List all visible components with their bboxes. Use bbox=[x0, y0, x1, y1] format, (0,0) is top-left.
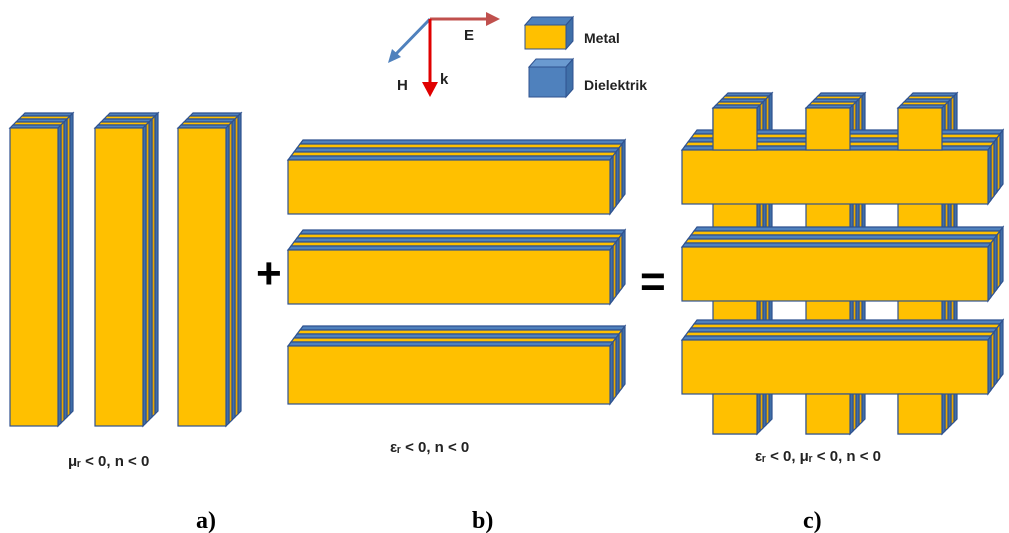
horizontal-slab-2 bbox=[286, 228, 627, 306]
panel-b-horizontal-slabs bbox=[286, 138, 627, 406]
panel-c-combined-lattice bbox=[680, 91, 1005, 436]
lattice-vertical-segment-1 bbox=[712, 107, 758, 435]
horizontal-slab-3 bbox=[286, 324, 627, 406]
lattice-vertical-segment-3 bbox=[897, 107, 943, 435]
equals-operator: = bbox=[640, 257, 666, 306]
vertical-slab-3 bbox=[176, 111, 243, 428]
legend: Metal Dielektrik bbox=[523, 15, 647, 99]
vertical-slab-1 bbox=[8, 111, 75, 428]
k-vector-label: k bbox=[440, 71, 449, 88]
panel-a-condition: μᵣ < 0, n < 0 bbox=[68, 453, 149, 470]
panel-b-label: b) bbox=[472, 508, 493, 533]
lattice-horizontal-bar-3 bbox=[680, 318, 1005, 396]
plus-operator: + bbox=[256, 249, 282, 298]
panel-c-condition: εᵣ < 0, μᵣ < 0, n < 0 bbox=[755, 448, 881, 465]
panel-b-condition: εᵣ < 0, n < 0 bbox=[390, 439, 469, 456]
metal-legend-label: Metal bbox=[584, 30, 620, 46]
lattice-horizontal-bar-2 bbox=[680, 225, 1005, 303]
metal-swatch bbox=[523, 15, 575, 51]
h-field-arrow bbox=[392, 17, 432, 58]
lattice-vertical-segment-2 bbox=[805, 107, 851, 435]
horizontal-slab-1 bbox=[286, 138, 627, 216]
dielectric-swatch bbox=[527, 57, 575, 99]
h-field-arrowhead bbox=[388, 49, 401, 63]
e-field-arrowhead bbox=[486, 12, 500, 26]
panel-c-label: c) bbox=[803, 508, 822, 533]
dielectric-legend-label: Dielektrik bbox=[584, 77, 647, 93]
panel-a-vertical-slabs bbox=[8, 111, 243, 428]
vertical-slab-2 bbox=[93, 111, 160, 428]
e-field-label: E bbox=[464, 27, 474, 44]
h-field-label: H bbox=[397, 77, 408, 94]
k-vector-arrowhead bbox=[422, 82, 438, 97]
panel-a-label: a) bbox=[196, 508, 216, 533]
field-axes: E H k bbox=[388, 12, 500, 97]
